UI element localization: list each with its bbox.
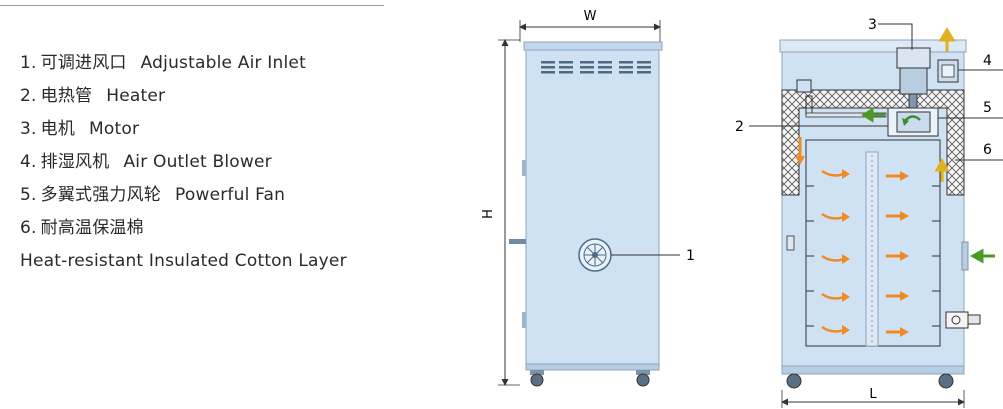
callout-label-6: 6 [983,142,992,158]
tray-shelves [806,185,940,327]
legend-item-6: 6.耐高温保温棉 [20,218,144,238]
length-label: L [869,387,877,402]
callout-line-3 [878,23,913,50]
section-view: L 2 3 4 5 6 [735,17,1003,408]
width-label: W [584,9,597,24]
callout-label-5: 5 [983,100,992,116]
callout-label-2: 2 [735,119,744,135]
center-partition [865,151,879,347]
hot-air-flow-arrows [795,137,909,337]
drain-pipe [509,239,526,244]
side-view: W H 1 [481,9,695,387]
air-outlet-blower [937,59,959,83]
vent-slots [541,61,651,74]
top-divider [0,5,384,6]
inlet-arrow [969,248,995,264]
section-wheels [786,373,954,389]
motor [896,47,931,109]
callout-label-4: 4 [983,53,992,69]
side-cabinet-body [525,49,660,365]
side-wheels [530,370,650,387]
callout-label-3: 3 [868,17,877,33]
callout-label-1: 1 [686,248,695,264]
adjustable-air-inlet [578,238,612,272]
outlet-arrow [938,27,956,52]
side-cabinet-top [523,41,663,51]
heater [796,79,887,118]
legend-note: Heat-resistant Insulated Cotton Layer [20,251,347,271]
insulation-layer [781,89,965,196]
door-latch [945,311,981,329]
height-label: H [481,209,496,219]
